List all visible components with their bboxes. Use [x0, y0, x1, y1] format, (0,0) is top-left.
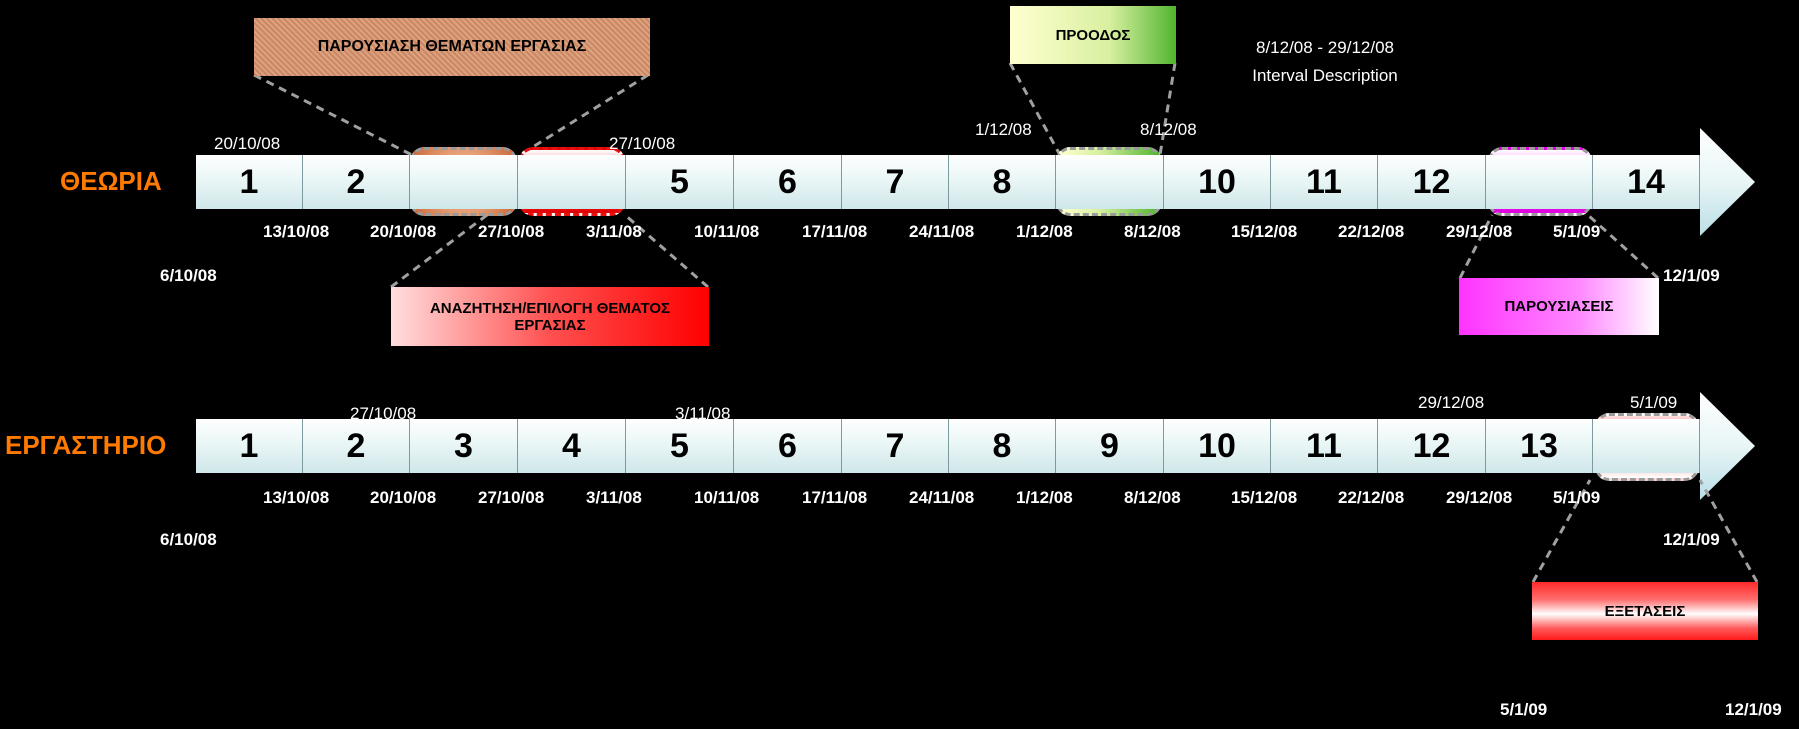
- lab-week-segment: 12: [1378, 419, 1486, 473]
- theory-week-date: 22/12/08: [1338, 222, 1405, 241]
- theory-week-date: 17/11/08: [802, 222, 868, 241]
- theory-week-date: 29/12/08: [1446, 222, 1513, 241]
- footer-date-start: 5/1/09: [1500, 700, 1548, 719]
- lab-week-date: 22/12/08: [1338, 488, 1405, 507]
- theory-week-segment: [1486, 155, 1593, 209]
- callout-progress: ΠΡΟΟΔΟΣ: [1010, 6, 1176, 64]
- theory-week-segment: [410, 155, 518, 209]
- theory-end-date: 12/1/09: [1663, 266, 1720, 285]
- theory-week-segment: 12: [1378, 155, 1486, 209]
- lab-week-segment: 3: [410, 419, 518, 473]
- lab-week-segment: 6: [734, 419, 842, 473]
- lab-week-date: 27/10/08: [478, 488, 545, 507]
- theory-week-segment: [1056, 155, 1164, 209]
- theory-week-date: 13/10/08: [263, 222, 330, 241]
- lab-week-segment: 9: [1056, 419, 1164, 473]
- theory-week-date: 3/11/08: [586, 222, 642, 241]
- lab-week-date: 8/12/08: [1124, 488, 1181, 507]
- lab-week-date: 3/11/08: [586, 488, 642, 507]
- lab-top-date: 3/11/08: [675, 404, 731, 423]
- lab-week-date: 24/11/08: [909, 488, 975, 507]
- theory-week-segment: 11: [1271, 155, 1378, 209]
- theory-top-date: 20/10/08: [214, 134, 281, 153]
- lab-week-segment: 2: [303, 419, 410, 473]
- lab-week-date: 15/12/08: [1231, 488, 1298, 507]
- interval-description: Interval Description: [1252, 66, 1398, 85]
- row-label-lab: ΕΡΓΑΣΤΗΡΙΟ: [5, 430, 167, 460]
- theory-week-segment: 14: [1593, 155, 1700, 209]
- lab-week-date: 5/1/09: [1553, 488, 1601, 507]
- lab-week-segment: 5: [626, 419, 734, 473]
- lab-week-segment: 13: [1486, 419, 1593, 473]
- theory-week-segment: 5: [626, 155, 734, 209]
- callout-exams: ΕΞΕΤΑΣΕΙΣ: [1532, 582, 1758, 640]
- theory-week-segment: [518, 155, 626, 209]
- theory-week-segment: 8: [949, 155, 1056, 209]
- theory-week-segment: 10: [1164, 155, 1271, 209]
- theory-week-date: 20/10/08: [370, 222, 437, 241]
- lab-week-segment: 4: [518, 419, 626, 473]
- lab-week-segment: [1593, 419, 1700, 473]
- theory-top-date: 27/10/08: [609, 134, 676, 153]
- theory-week-segment: 6: [734, 155, 842, 209]
- theory-week-date: 8/12/08: [1124, 222, 1181, 241]
- row-label-theory: ΘΕΩΡΙΑ: [60, 166, 162, 196]
- interval-range: 8/12/08 - 29/12/08: [1255, 38, 1394, 57]
- theory-top-date: 8/12/08: [1140, 120, 1197, 139]
- theory-week-date: 15/12/08: [1231, 222, 1298, 241]
- theory-week-segment: 7: [842, 155, 949, 209]
- callout-presentations: ΠΑΡΟΥΣΙΑΣΕΙΣ: [1459, 278, 1659, 335]
- lab-arrow-head: [1700, 392, 1755, 500]
- lab-week-date: 20/10/08: [370, 488, 437, 507]
- lab-top-date: 29/12/08: [1418, 393, 1485, 412]
- lab-week-segment: 11: [1271, 419, 1378, 473]
- footer-date-end: 12/1/09: [1725, 700, 1782, 719]
- theory-start-date: 6/10/08: [160, 266, 217, 285]
- theory-week-date: 27/10/08: [478, 222, 545, 241]
- callout-presentation-topics: ΠΑΡΟΥΣΙΑΣΗ ΘΕΜΑΤΩΝ ΕΡΓΑΣΙΑΣ: [254, 18, 650, 76]
- lab-week-segment: 7: [842, 419, 949, 473]
- lab-top-date: 5/1/09: [1630, 393, 1678, 412]
- lab-week-segment: 10: [1164, 419, 1271, 473]
- callout-search-topic: ΑΝΑΖΗΤΗΣΗ/ΕΠΙΛΟΓΗ ΘΕΜΑΤΟΣ ΕΡΓΑΣΙΑΣ: [391, 287, 709, 346]
- theory-week-date: 1/12/08: [1016, 222, 1073, 241]
- theory-week-segment: 1: [196, 155, 303, 209]
- theory-week-date: 5/1/09: [1553, 222, 1601, 241]
- theory-week-date: 24/11/08: [909, 222, 975, 241]
- lab-end-date: 12/1/09: [1663, 530, 1720, 549]
- theory-top-date: 1/12/08: [975, 120, 1032, 139]
- lab-week-segment: 8: [949, 419, 1056, 473]
- lab-week-date: 1/12/08: [1016, 488, 1073, 507]
- theory-arrow-head: [1700, 128, 1755, 236]
- lab-week-segment: 1: [196, 419, 303, 473]
- lab-top-date: 27/10/08: [350, 404, 417, 423]
- lab-week-date: 10/11/08: [694, 488, 760, 507]
- lab-start-date: 6/10/08: [160, 530, 217, 549]
- theory-week-segment: 2: [303, 155, 410, 209]
- theory-week-date: 10/11/08: [694, 222, 760, 241]
- lab-week-date: 29/12/08: [1446, 488, 1513, 507]
- lab-week-date: 13/10/08: [263, 488, 330, 507]
- lab-week-date: 17/11/08: [802, 488, 868, 507]
